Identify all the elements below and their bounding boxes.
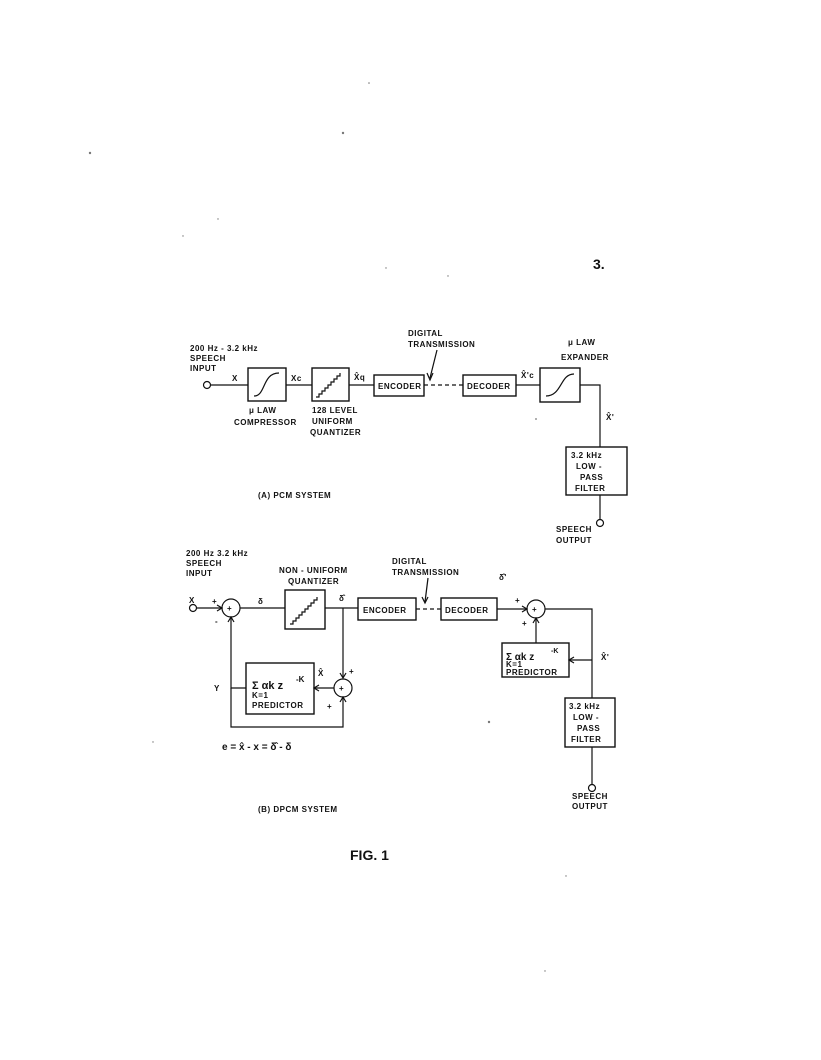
- dpcm-transmission-label-2: TRANSMISSION: [392, 568, 459, 577]
- pcm-input-label-1: 200 Hz - 3.2 kHz: [190, 344, 258, 353]
- dpcm-filter-label-4: FILTER: [571, 735, 601, 744]
- pcm-signal-x: X: [232, 374, 238, 383]
- figure-caption: FIG. 1: [350, 847, 389, 863]
- pcm-filter-label-2: LOW -: [576, 462, 602, 471]
- dpcm-quantizer-box: [284, 589, 326, 630]
- rx-predictor-exp: -K: [551, 648, 558, 655]
- dpcm-filter-label-2: LOW -: [573, 713, 599, 722]
- sum3-plus-left: +: [515, 596, 520, 605]
- sum3-plus-bottom: +: [522, 619, 527, 628]
- pcm-encoder-label: ENCODER: [378, 382, 422, 391]
- pcm-quantizer-label-1: 128 LEVEL: [312, 406, 358, 415]
- pcm-output-label-2: OUTPUT: [556, 536, 592, 545]
- rx-predictor-limits: K=1: [506, 660, 522, 669]
- dpcm-filter-label-3: PASS: [577, 724, 600, 733]
- dpcm-input-label-2: SPEECH: [186, 559, 222, 568]
- pcm-expander-label-1: μ LAW: [568, 338, 595, 347]
- pcm-expander-label-2: EXPANDER: [561, 353, 609, 362]
- dpcm-signal-y: Y: [214, 684, 220, 693]
- pcm-quantizer-label-2: UNIFORM: [312, 417, 353, 426]
- pcm-signal-x-out: X̂': [606, 413, 614, 422]
- dpcm-filter-label-1: 3.2 kHz: [569, 702, 600, 711]
- dpcm-output-label-2: OUTPUT: [572, 802, 608, 811]
- dpcm-signal-x-hat-prime: X̂': [601, 653, 609, 662]
- pcm-input-label-3: INPUT: [190, 364, 217, 373]
- expander-curve-icon: [545, 373, 575, 397]
- mu-law-compressor-box: [247, 367, 287, 402]
- pcm-caption: (A) PCM SYSTEM: [258, 491, 331, 500]
- dpcm-signal-delta: δ: [258, 597, 263, 606]
- sum1-minus: -: [215, 617, 218, 626]
- dpcm-input-label-1: 200 Hz 3.2 kHz: [186, 549, 248, 558]
- dpcm-output-terminal: [587, 783, 597, 793]
- pcm-output-terminal: [595, 518, 605, 528]
- pcm-signal-xc-prime: X̂'c: [521, 371, 534, 380]
- sum1-symbol: +: [227, 604, 232, 613]
- pcm-signal-xc: Xc: [291, 374, 302, 383]
- sum2-symbol: +: [339, 684, 344, 693]
- dpcm-caption: (B) DPCM SYSTEM: [258, 805, 338, 814]
- compressor-curve-icon: [253, 372, 280, 397]
- tx-predictor-label: PREDICTOR: [252, 701, 303, 710]
- dpcm-signal-delta-hat: δ̂: [339, 594, 346, 603]
- pcm-transmission-label-1: DIGITAL: [408, 329, 443, 338]
- sum2-plus-bottom: +: [327, 702, 332, 711]
- dpcm-input-label-3: INPUT: [186, 569, 213, 578]
- dpcm-signal-delta-hat-prime: δ̂': [499, 573, 507, 582]
- dpcm-signal-x-hat: X̂: [318, 669, 324, 678]
- pcm-filter-label-4: FILTER: [575, 484, 605, 493]
- tx-predictor-formula: Σ αk z: [252, 680, 284, 692]
- tx-predictor-limits: K=1: [252, 691, 268, 700]
- pcm-output-label-1: SPEECH: [556, 525, 592, 534]
- dpcm-input-terminal: [188, 603, 198, 613]
- pcm-input-terminal: [202, 380, 212, 390]
- sum3-symbol: +: [532, 605, 537, 614]
- dpcm-encoder-label: ENCODER: [363, 606, 407, 615]
- error-equation: e = x̂ - x = δ̂ - δ: [222, 742, 291, 753]
- pcm-filter-label-3: PASS: [580, 473, 603, 482]
- pcm-filter-label-1: 3.2 kHz: [571, 451, 602, 460]
- dpcm-signal-x: X: [189, 596, 195, 605]
- staircase-icon: [290, 597, 318, 625]
- sum2-plus-top: +: [349, 667, 354, 676]
- sum1-plus: +: [212, 597, 217, 606]
- dpcm-quantizer-label-2: QUANTIZER: [288, 577, 339, 586]
- mu-law-expander-box: [539, 367, 581, 403]
- pcm-quantizer-label-3: QUANTIZER: [310, 428, 361, 437]
- pcm-transmission-label-2: TRANSMISSION: [408, 340, 475, 349]
- rx-predictor-label: PREDICTOR: [506, 668, 557, 677]
- scan-specks: [88, 82, 567, 972]
- rx-predictor-formula: Σ αk z: [506, 652, 534, 663]
- tx-predictor-exp: -K: [296, 675, 305, 684]
- dpcm-output-label-1: SPEECH: [572, 792, 608, 801]
- pcm-signal-xq: X̂q: [354, 373, 365, 382]
- dpcm-transmission-label-1: DIGITAL: [392, 557, 427, 566]
- dpcm-quantizer-label-1: NON - UNIFORM: [279, 566, 348, 575]
- pcm-input-label-2: SPEECH: [190, 354, 226, 363]
- dpcm-decoder-label: DECODER: [445, 606, 489, 615]
- page-number: 3.: [593, 256, 605, 272]
- pcm-compressor-label-2: COMPRESSOR: [234, 418, 297, 427]
- dpcm-lowpass-filter-box: [564, 697, 616, 748]
- pcm-system: 200 Hz - 3.2 kHz SPEECH INPUT X μ LAW CO…: [190, 329, 628, 545]
- dpcm-system: 200 Hz 3.2 kHz SPEECH INPUT X + - + δ NO…: [186, 549, 616, 814]
- pcm-decoder-label: DECODER: [467, 382, 511, 391]
- pcm-compressor-label-1: μ LAW: [249, 406, 276, 415]
- staircase-icon: [316, 373, 341, 398]
- pcm-lowpass-filter-box: [565, 446, 628, 496]
